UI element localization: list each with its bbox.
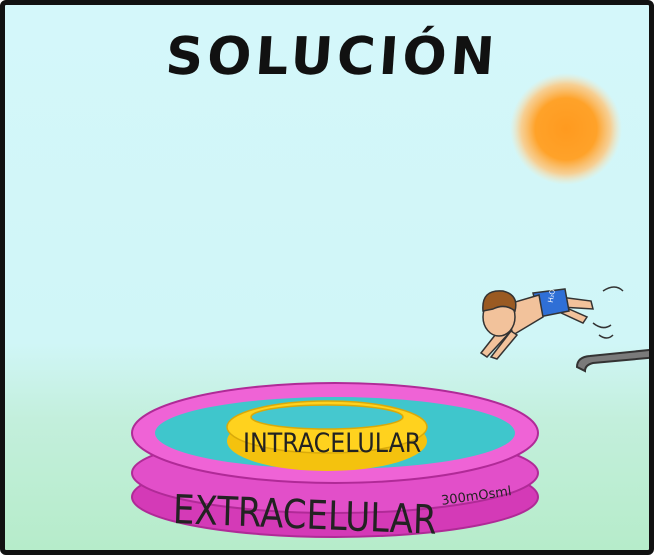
diving-board xyxy=(575,349,649,373)
diver-figure xyxy=(479,286,624,360)
pool xyxy=(131,382,539,538)
sun-icon xyxy=(510,73,622,185)
intracelular-label: INTRACELULAR xyxy=(243,428,422,459)
scene-illustration xyxy=(131,73,649,538)
